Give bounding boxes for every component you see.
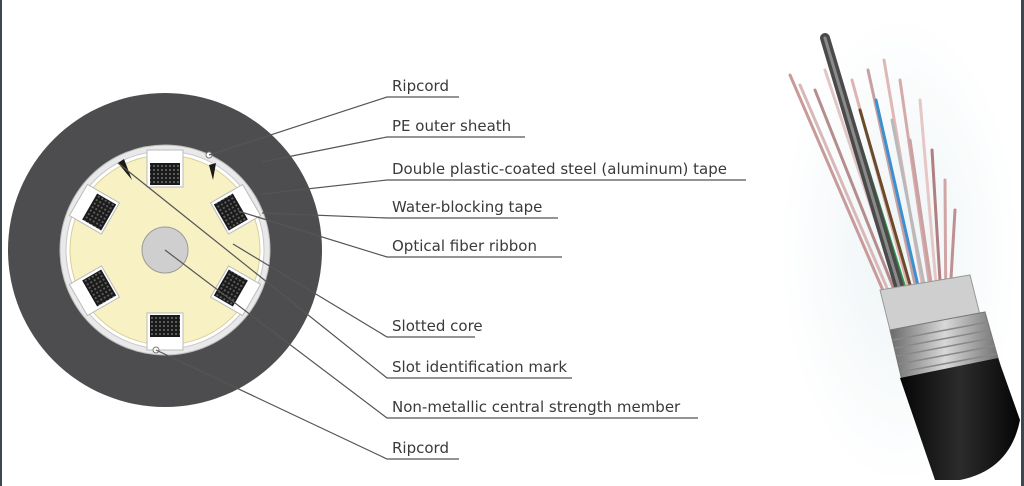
fiber-ribbon-stack bbox=[213, 193, 248, 231]
leader-optical-fiber-ribbon bbox=[237, 210, 562, 258]
slot-bottom bbox=[146, 312, 184, 351]
fiber-ribbon-stack bbox=[82, 269, 117, 307]
label-central-strength-member: Non-metallic central strength member bbox=[392, 398, 681, 416]
fiber-ribbon-stack bbox=[213, 269, 248, 307]
leader-lines bbox=[117, 96, 746, 460]
slot-lower-right bbox=[209, 265, 262, 317]
side-outer-jacket bbox=[900, 358, 1020, 480]
label-slot-identification-mark: Slot identification mark bbox=[392, 358, 567, 376]
label-optical-fiber-ribbon: Optical fiber ribbon bbox=[392, 237, 537, 255]
slot-upper-right bbox=[209, 183, 262, 235]
core-notch bbox=[209, 163, 216, 180]
slot-lower-left bbox=[68, 265, 121, 317]
cable-side-view bbox=[780, 15, 1020, 485]
leader-ripcord-top bbox=[208, 96, 459, 156]
fiber-ribbon-stack bbox=[150, 315, 180, 337]
label-ripcord-bottom: Ripcord bbox=[392, 439, 449, 457]
frame-left-edge bbox=[0, 0, 2, 486]
slot-top bbox=[146, 149, 184, 188]
frame-right-edge bbox=[1021, 0, 1024, 486]
leader-pe-outer-sheath bbox=[261, 136, 525, 163]
fiber-ribbon-stack bbox=[82, 193, 117, 231]
leader-steel-tape bbox=[261, 179, 746, 195]
leader-slot-identification-mark bbox=[117, 162, 572, 379]
label-pe-outer-sheath: PE outer sheath bbox=[392, 117, 511, 135]
labels: Ripcord PE outer sheath Double plastic-c… bbox=[392, 77, 727, 457]
slot-identification-mark-wedge bbox=[118, 159, 132, 180]
label-water-blocking-tape: Water-blocking tape bbox=[392, 198, 542, 216]
label-slotted-core: Slotted core bbox=[392, 317, 483, 335]
fiber-ribbon-stack bbox=[150, 163, 180, 185]
label-ripcord-top: Ripcord bbox=[392, 77, 449, 95]
leader-slotted-core bbox=[232, 243, 475, 338]
leader-central-strength-member bbox=[164, 249, 698, 419]
leader-ripcord-bottom bbox=[155, 349, 459, 460]
label-steel-tape: Double plastic-coated steel (aluminum) t… bbox=[392, 160, 727, 178]
slot-upper-left bbox=[68, 183, 121, 235]
leader-water-blocking-tape bbox=[261, 212, 558, 219]
